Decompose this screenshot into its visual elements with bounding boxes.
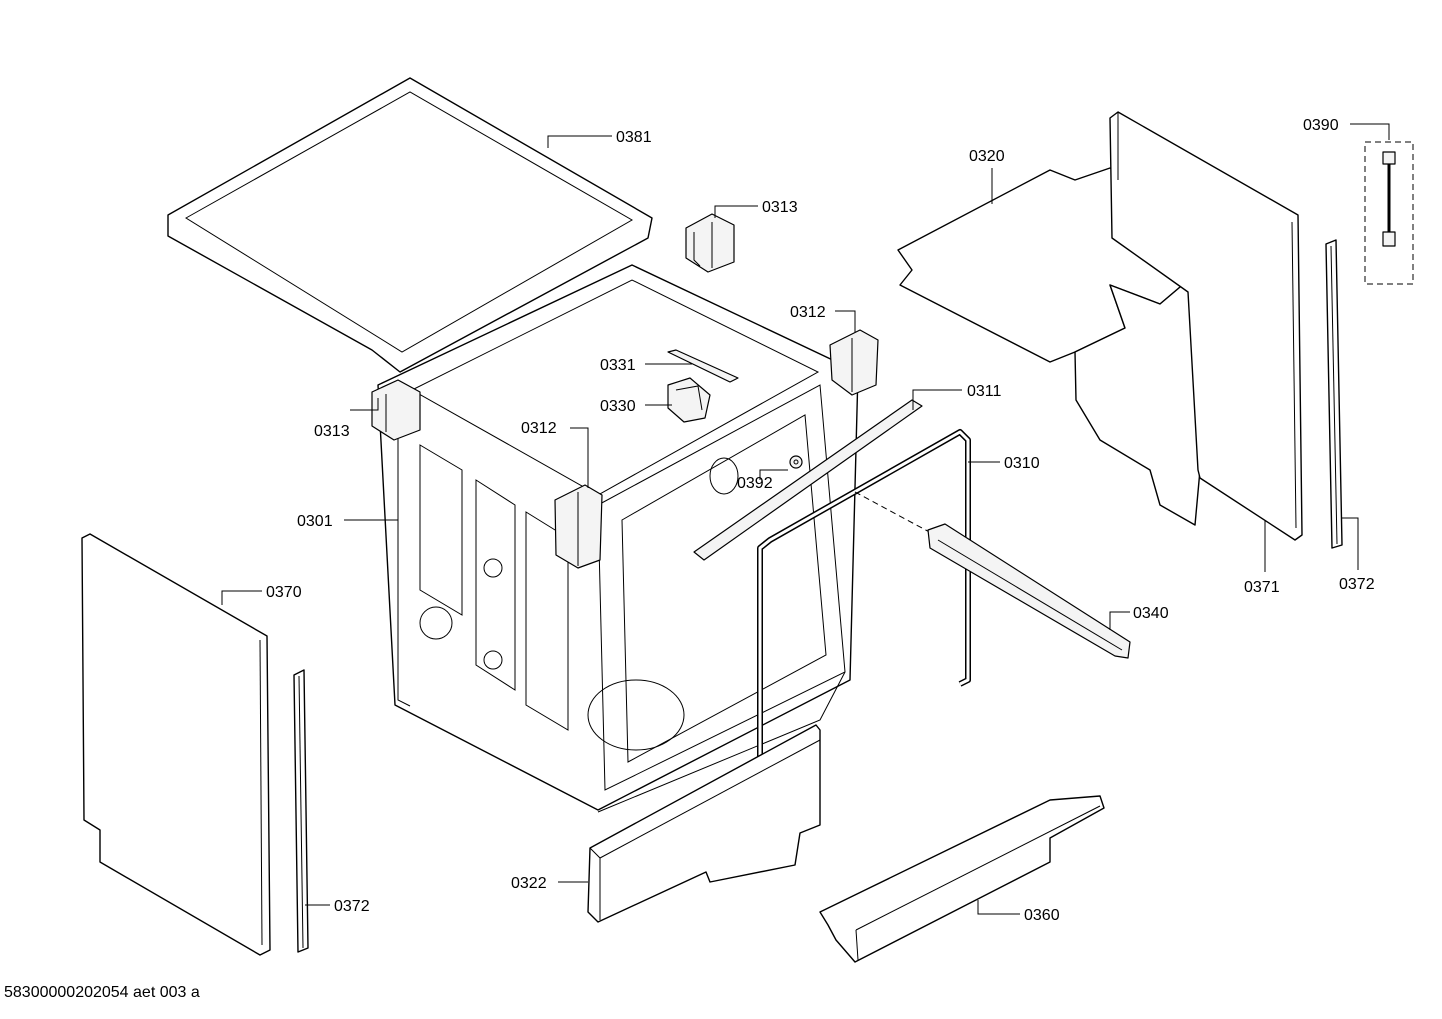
assembly-axis-line	[854, 491, 936, 536]
label-0372-left: 0372	[334, 898, 370, 915]
part-0313-bracket-right	[685, 213, 735, 273]
label-0381: 0381	[616, 129, 652, 146]
label-0340: 0340	[1133, 605, 1169, 622]
label-0331: 0331	[600, 357, 636, 374]
part-0330-lock	[667, 377, 711, 423]
label-0312-left: 0312	[521, 420, 557, 437]
part-0312-hinge-right	[829, 329, 879, 396]
leader-lines	[221, 123, 1390, 915]
label-0310: 0310	[1004, 455, 1040, 472]
label-0312-right: 0312	[790, 304, 826, 321]
part-0370-side-panel-left	[81, 533, 271, 956]
part-0360-kickplate	[819, 795, 1105, 963]
label-0372-right: 0372	[1339, 576, 1375, 593]
part-0372-strip-right	[1325, 239, 1343, 549]
part-0371-side-panel-right	[1109, 111, 1303, 541]
part-0331-strip	[667, 349, 739, 383]
part-0340-bar	[927, 523, 1131, 659]
part-0322-plinth	[587, 724, 821, 923]
part-0372-strip-left	[293, 669, 309, 953]
part-0392-screw	[789, 455, 803, 469]
label-0392: 0392	[737, 475, 773, 492]
part-0311-seal-strip	[693, 399, 923, 561]
label-0390: 0390	[1303, 117, 1339, 134]
part-0301-tub-body	[377, 264, 859, 813]
callout-labels: 0381 0313 0312 0313 0312 0331 0330 0311 …	[266, 117, 1375, 924]
label-0320: 0320	[969, 148, 1005, 165]
drawing-id: 58300000202054 aet 003 a	[4, 984, 200, 1001]
label-0370: 0370	[266, 584, 302, 601]
part-0381-worktop	[167, 77, 653, 373]
part-0312-hinge-left	[554, 484, 603, 569]
label-0301: 0301	[297, 513, 333, 530]
label-0311: 0311	[967, 383, 1002, 400]
label-0313-left: 0313	[314, 423, 350, 440]
label-0330: 0330	[600, 398, 636, 415]
part-0310-door-seal	[757, 429, 971, 795]
label-0313-right: 0313	[762, 199, 798, 216]
part-0390-cable-set	[1364, 141, 1414, 285]
label-0360: 0360	[1024, 907, 1060, 924]
part-0313-bracket-left	[371, 379, 421, 441]
label-0371: 0371	[1244, 579, 1280, 596]
label-0322: 0322	[511, 875, 547, 892]
